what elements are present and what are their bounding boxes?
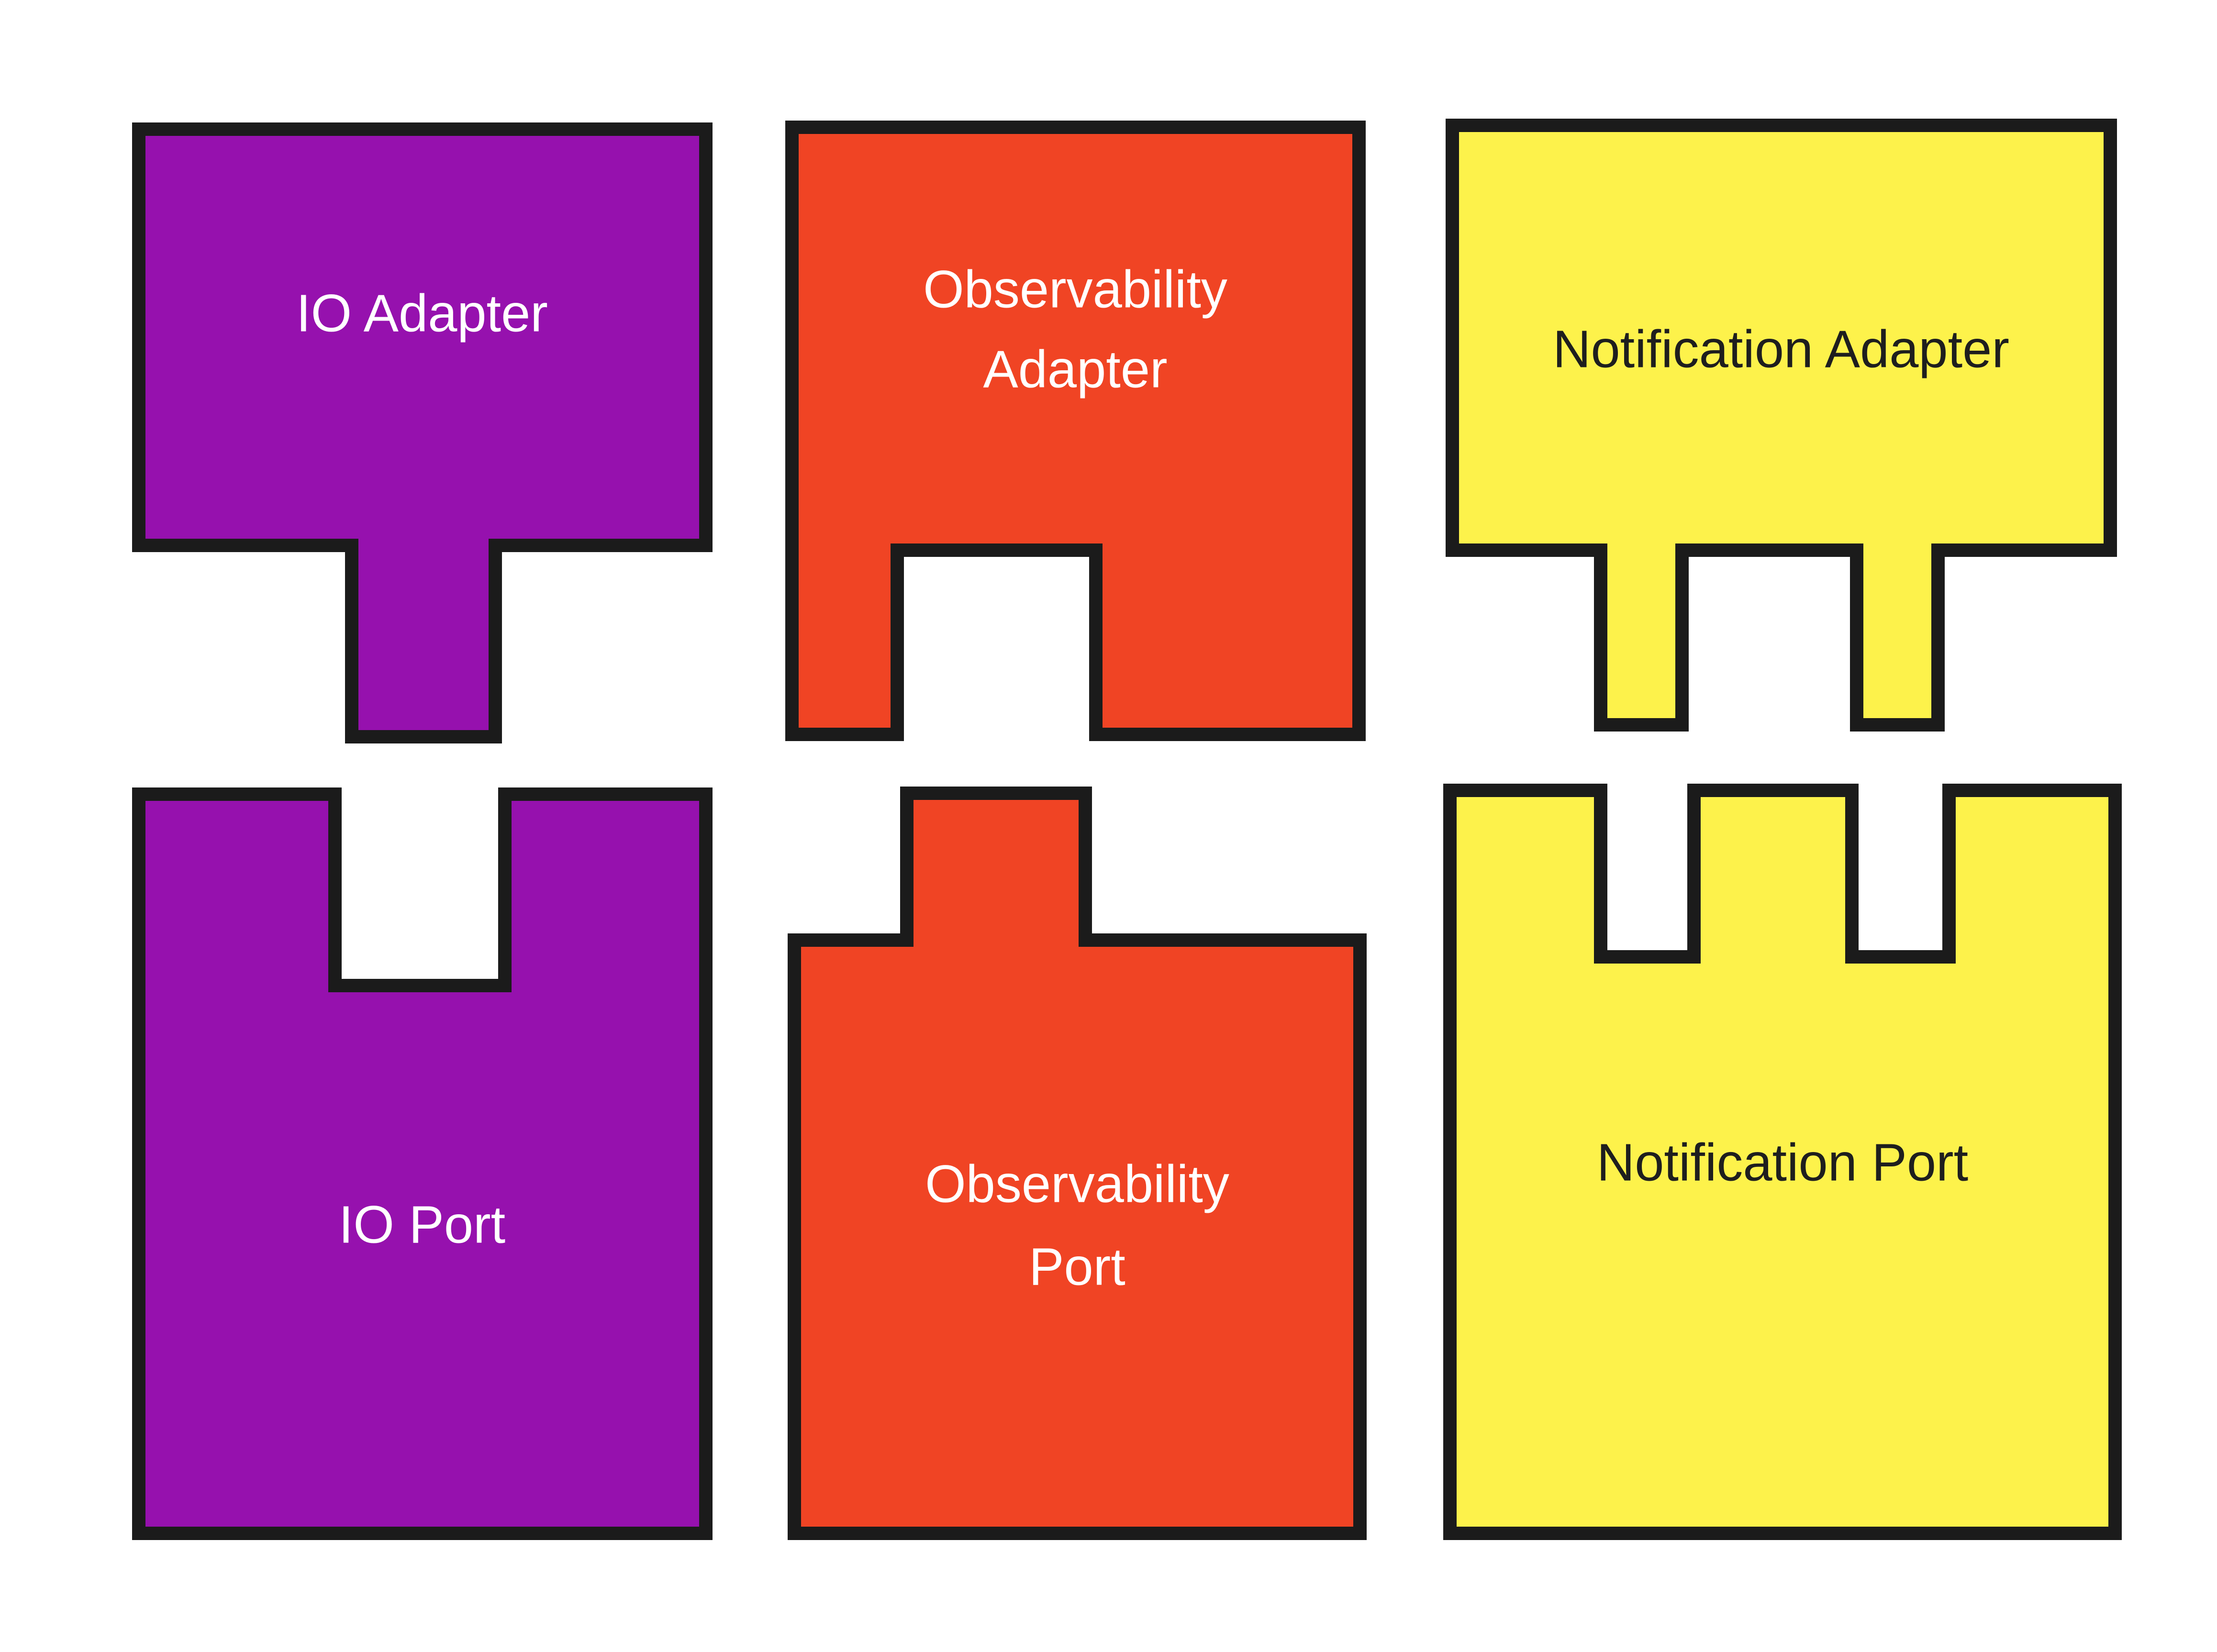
observability-port-piece: Observability Port [788,787,1367,1540]
io-adapter-piece: IO Adapter [132,122,713,743]
io-adapter-label: IO Adapter [296,284,548,343]
observability-adapter-label-line-2: Adapter [983,340,1167,399]
notification-port-piece: Notification Port [1443,784,2122,1540]
observability-port-label: Observability Port [925,1155,1229,1297]
io-port-shape [132,787,713,1540]
observability-port-shape [788,787,1367,1540]
observability-adapter-label: Observability Adapter [923,260,1227,399]
io-adapter-label-line-1: IO Adapter [296,284,548,343]
notification-adapter-label-line-1: Notification Adapter [1553,320,2009,379]
observability-port-label-line-1: Observability [925,1155,1229,1214]
io-port-piece: IO Port [132,787,713,1540]
notification-adapter-label: Notification Adapter [1553,320,2009,379]
notification-adapter-shape [1446,119,2117,732]
notification-port-label: Notification Port [1597,1133,1968,1192]
observability-port-label-line-2: Port [1029,1238,1125,1297]
io-adapter-shape [132,122,713,743]
notification-port-label-line-1: Notification Port [1597,1133,1968,1192]
observability-adapter-piece: Observability Adapter [785,121,1366,741]
pieces-root: IO Adapter Observability Adapter Notific… [132,119,2122,1540]
io-port-label: IO Port [339,1196,505,1254]
io-port-label-line-1: IO Port [339,1196,505,1254]
notification-port-shape [1443,784,2122,1540]
observability-adapter-shape [785,121,1366,741]
observability-adapter-label-line-1: Observability [923,260,1227,319]
notification-adapter-piece: Notification Adapter [1446,119,2117,732]
